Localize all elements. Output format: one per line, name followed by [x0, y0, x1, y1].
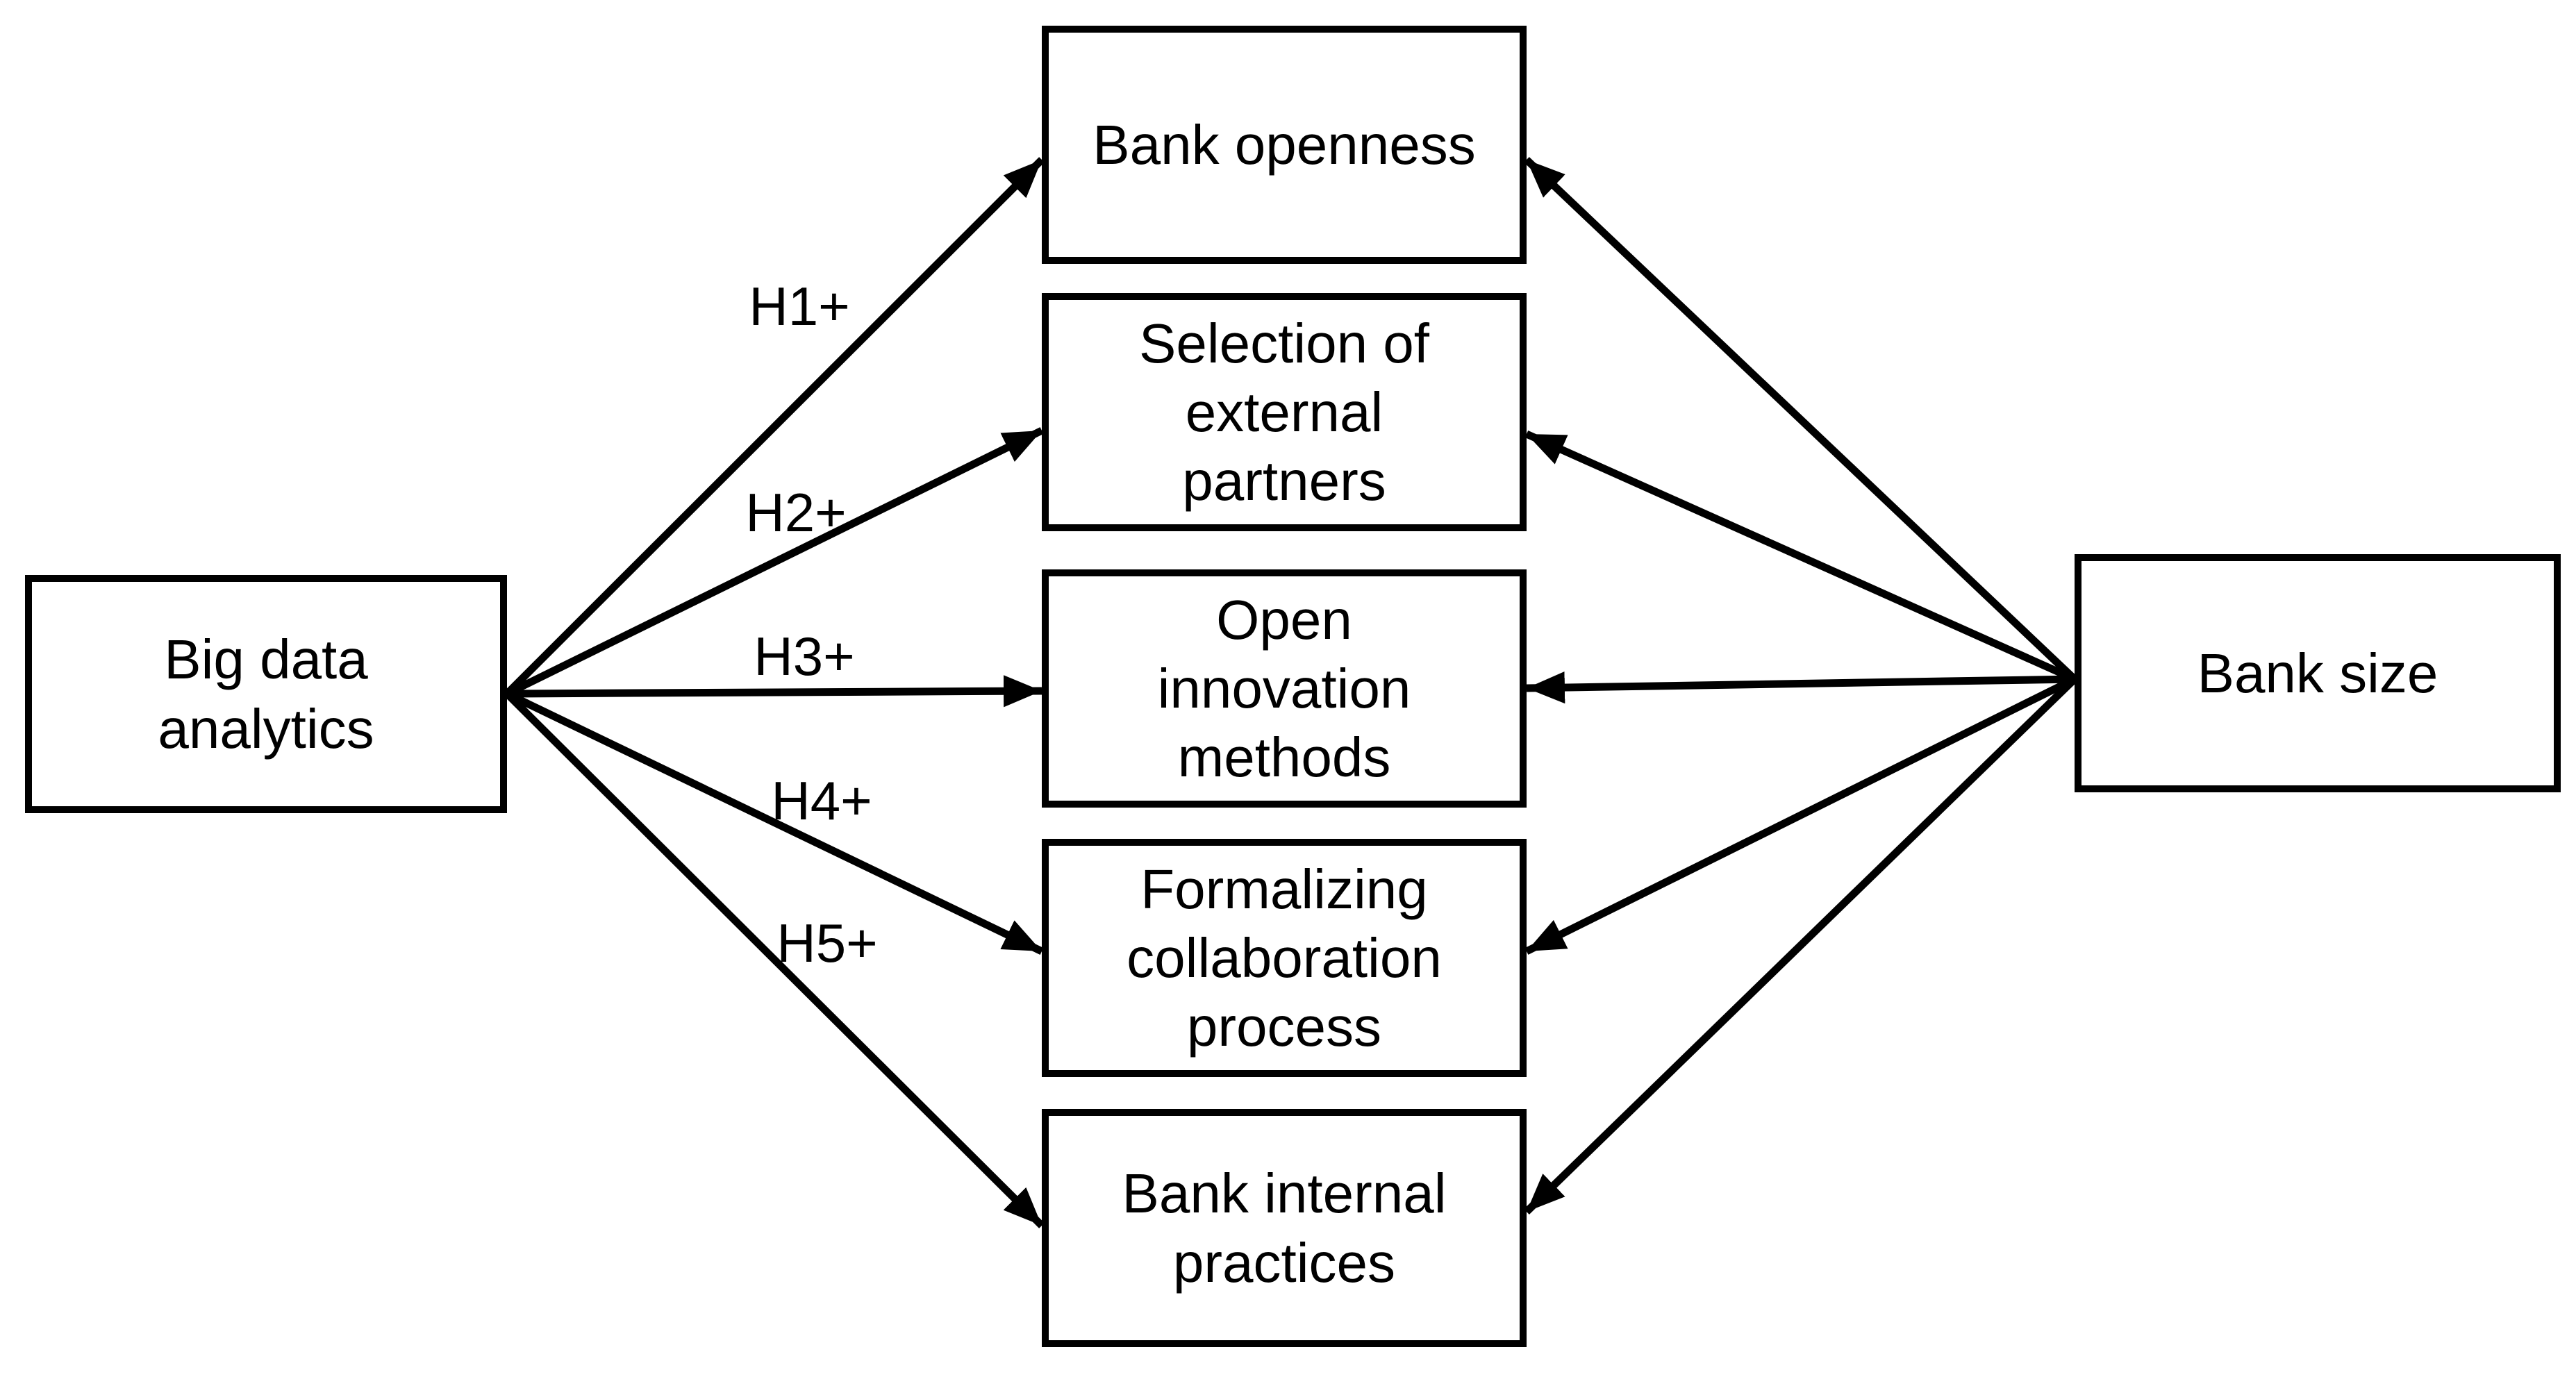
arrow-h2-bigdata-to-external-partners: [505, 427, 1044, 697]
node-selection-of-external-partners: Selection of external partners: [1042, 293, 1527, 531]
node-bank-size: Bank size: [2075, 554, 2561, 792]
arrow-banksize-to-innovation-methods: [1526, 671, 2075, 704]
hypothesis-label-h2: H2+: [745, 482, 847, 543]
hypothesis-label-h5: H5+: [776, 912, 878, 974]
hypothesis-label-h1: H1+: [749, 276, 850, 337]
node-bank-openness: Bank openness: [1042, 26, 1527, 264]
node-formalizing-collaboration-process: Formalizing collaboration process: [1042, 839, 1527, 1077]
arrow-h1-bigdata-to-bank-openness: [504, 157, 1045, 696]
arrow-banksize-to-internal-practices: [1524, 676, 2077, 1215]
arrow-banksize-to-collab-process: [1524, 676, 2077, 955]
arrow-banksize-to-external-partners: [1524, 430, 2077, 683]
arrow-h5-bigdata-to-internal-practices: [504, 691, 1045, 1228]
arrow-banksize-to-bank-openness: [1524, 157, 2077, 682]
arrow-h3-bigdata-to-innovation-methods: [506, 675, 1042, 708]
arrow-h4-bigdata-to-collab-process: [505, 690, 1044, 955]
node-big-data-analytics: Big data analytics: [25, 575, 507, 813]
hypothesis-label-h4: H4+: [771, 770, 872, 831]
node-open-innovation-methods: Open innovation methods: [1042, 569, 1527, 808]
hypothesis-label-h3: H3+: [754, 626, 855, 687]
node-bank-internal-practices: Bank internal practices: [1042, 1109, 1527, 1347]
